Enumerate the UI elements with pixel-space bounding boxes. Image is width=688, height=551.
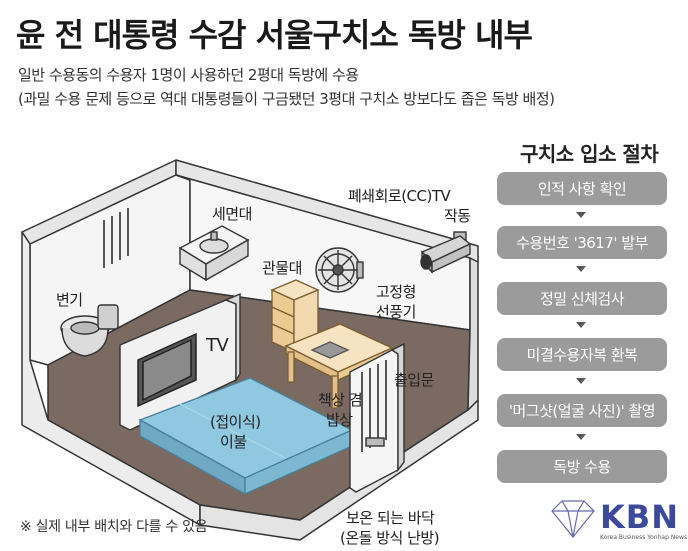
- cctv-camera-icon: [420, 231, 472, 274]
- arrow-down-icon: [576, 322, 586, 328]
- label-tv: TV: [206, 335, 229, 356]
- label-fan-line-1: 고정형: [376, 283, 416, 301]
- window-bars-icon: [103, 208, 129, 268]
- procedure-title: 구치소 입소 절차: [520, 142, 659, 166]
- procedure-step: 독방 수용: [497, 450, 667, 483]
- procedure-step: 정밀 신체검사: [497, 282, 667, 315]
- arrow-down-icon: [576, 378, 586, 384]
- arrow-down-icon: [576, 212, 586, 218]
- logo-tagline: Korea Business Yonhap News: [600, 534, 688, 541]
- procedure-step: 수용번호 '3617' 발부: [497, 226, 667, 259]
- bedding-icon: [138, 377, 354, 496]
- label-sink: 세면대: [212, 205, 252, 223]
- label-desk-line-2: 밥상: [326, 411, 353, 429]
- tv-icon: [137, 332, 197, 408]
- page-title: 윤 전 대통령 수감 서울구치소 독방 내부: [16, 16, 533, 54]
- label-toilet: 변기: [56, 291, 83, 309]
- arrow-down-icon: [576, 266, 586, 272]
- diamond-icon: [551, 500, 595, 538]
- disclaimer-note: ※ 실제 내부 배치와 다를 수 있음: [20, 519, 208, 535]
- subtitle-line-2: (과밀 수용 문제 등으로 역대 대통령들이 구금됐던 3평대 구치소 방보다도…: [18, 90, 555, 108]
- toilet-icon: [60, 304, 119, 357]
- door-icon: [349, 342, 405, 493]
- procedure-step: '머그샷(얼굴 사진)' 촬영: [497, 394, 667, 427]
- sink-icon: [178, 225, 250, 282]
- label-floor-line-1: 보온 되는 바닥: [346, 509, 435, 527]
- arrow-down-icon: [576, 434, 586, 440]
- label-bedding-line-1: (접이식): [210, 413, 261, 431]
- logo-name: KBN: [600, 498, 679, 536]
- label-door: 출입문: [394, 371, 434, 389]
- fan-icon: [315, 247, 364, 293]
- label-desk-line-1: 책상 겸: [318, 391, 363, 409]
- label-cctv-line-1: 폐쇄회로(CC)TV: [348, 187, 451, 205]
- label-cabinet: 관물대: [262, 259, 302, 277]
- label-floor-line-2: (온돌 방식 난방): [340, 529, 440, 547]
- subtitle-line-1: 일반 수용동의 수용자 1명이 사용하던 2평대 독방에 수용: [18, 66, 359, 84]
- label-fan-line-2: 선풍기: [376, 303, 416, 321]
- label-bedding-line-2: 이불: [220, 433, 247, 451]
- procedure-step: 미결수용자복 환복: [497, 338, 667, 371]
- label-cctv-line-2: 작동: [444, 207, 471, 225]
- procedure-step: 인적 사항 확인: [497, 172, 667, 205]
